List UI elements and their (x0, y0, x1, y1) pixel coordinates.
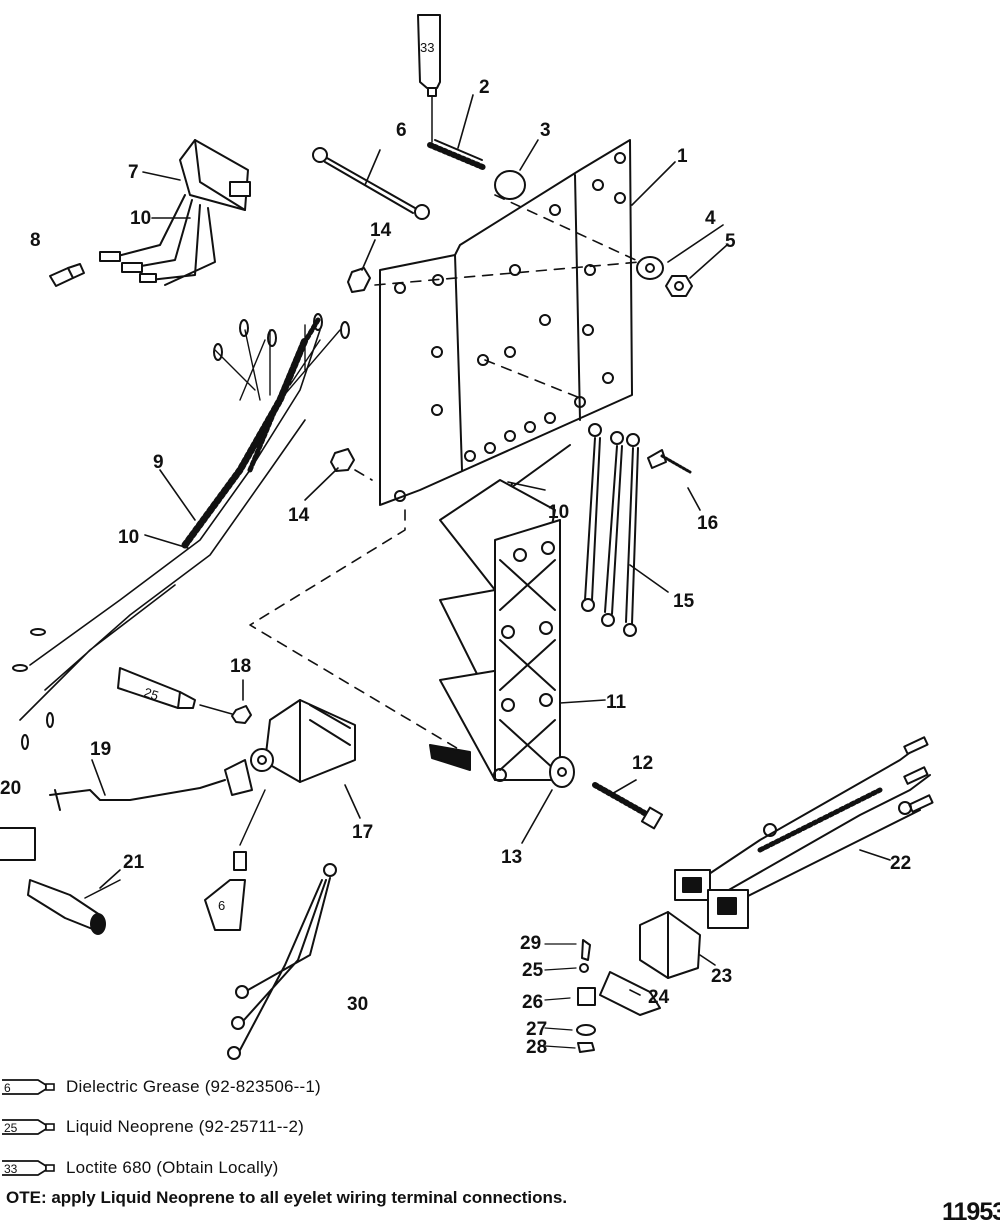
legend-item-dielectric-grease: 6 Dielectric Grease (92-823506--1) (0, 1073, 321, 1101)
tube-icon: 33 (2, 1160, 55, 1176)
callout-13: 13 (501, 847, 522, 868)
tube-6-label: 6 (218, 898, 225, 913)
tube-icon: 25 (2, 1119, 55, 1135)
callout-26: 26 (522, 992, 543, 1013)
tube-33-label: 33 (420, 40, 434, 55)
callout-2: 2 (479, 77, 490, 98)
svg-text:25: 25 (4, 1121, 18, 1135)
svg-text:6: 6 (4, 1081, 11, 1095)
callout-10-left: 10 (118, 527, 139, 548)
callout-10-top: 10 (130, 208, 151, 229)
callout-23: 23 (711, 966, 732, 987)
tube-icon: 6 (2, 1079, 55, 1095)
note-text: OTE: apply Liquid Neoprene to all eyelet… (6, 1188, 568, 1207)
callout-27: 27 (526, 1019, 547, 1040)
callout-4: 4 (705, 208, 716, 229)
callout-14-bottom: 14 (288, 505, 310, 526)
callout-21: 21 (123, 852, 145, 873)
callout-20: 20 (0, 778, 21, 799)
callout-24: 24 (648, 987, 670, 1008)
tube-25-label: 25 (142, 685, 160, 704)
legend-item-loctite: 33 Loctite 680 (Obtain Locally) (0, 1154, 279, 1182)
callout-22: 22 (890, 853, 911, 874)
legend-label: Liquid Neoprene (92-25711--2) (66, 1117, 304, 1136)
legend-item-liquid-neoprene: 25 Liquid Neoprene (92-25711--2) (0, 1113, 304, 1141)
callout-30: 30 (347, 994, 368, 1015)
legend-label: Dielectric Grease (92-823506--1) (66, 1077, 321, 1096)
callout-17: 17 (352, 822, 373, 843)
figure-id: 11953 (942, 1198, 1000, 1226)
callout-1: 1 (677, 146, 688, 167)
callout-19: 19 (90, 739, 111, 760)
callout-18: 18 (230, 656, 251, 677)
callout-9: 9 (153, 452, 164, 473)
callout-5: 5 (725, 231, 736, 252)
svg-text:33: 33 (4, 1162, 18, 1176)
callout-10-mid: 10 (548, 502, 569, 523)
callout-11: 11 (606, 692, 627, 713)
callout-16: 16 (697, 513, 718, 534)
callout-7: 7 (128, 162, 139, 183)
callout-8: 8 (30, 230, 41, 251)
callout-6: 6 (396, 120, 407, 141)
callout-3: 3 (540, 120, 551, 141)
callout-25: 25 (522, 960, 544, 981)
callout-12: 12 (632, 753, 653, 774)
callout-14-top: 14 (370, 220, 392, 241)
callout-15: 15 (673, 591, 695, 612)
legend-label: Loctite 680 (Obtain Locally) (66, 1158, 279, 1177)
callout-29: 29 (520, 933, 541, 954)
callout-28: 28 (526, 1037, 547, 1058)
